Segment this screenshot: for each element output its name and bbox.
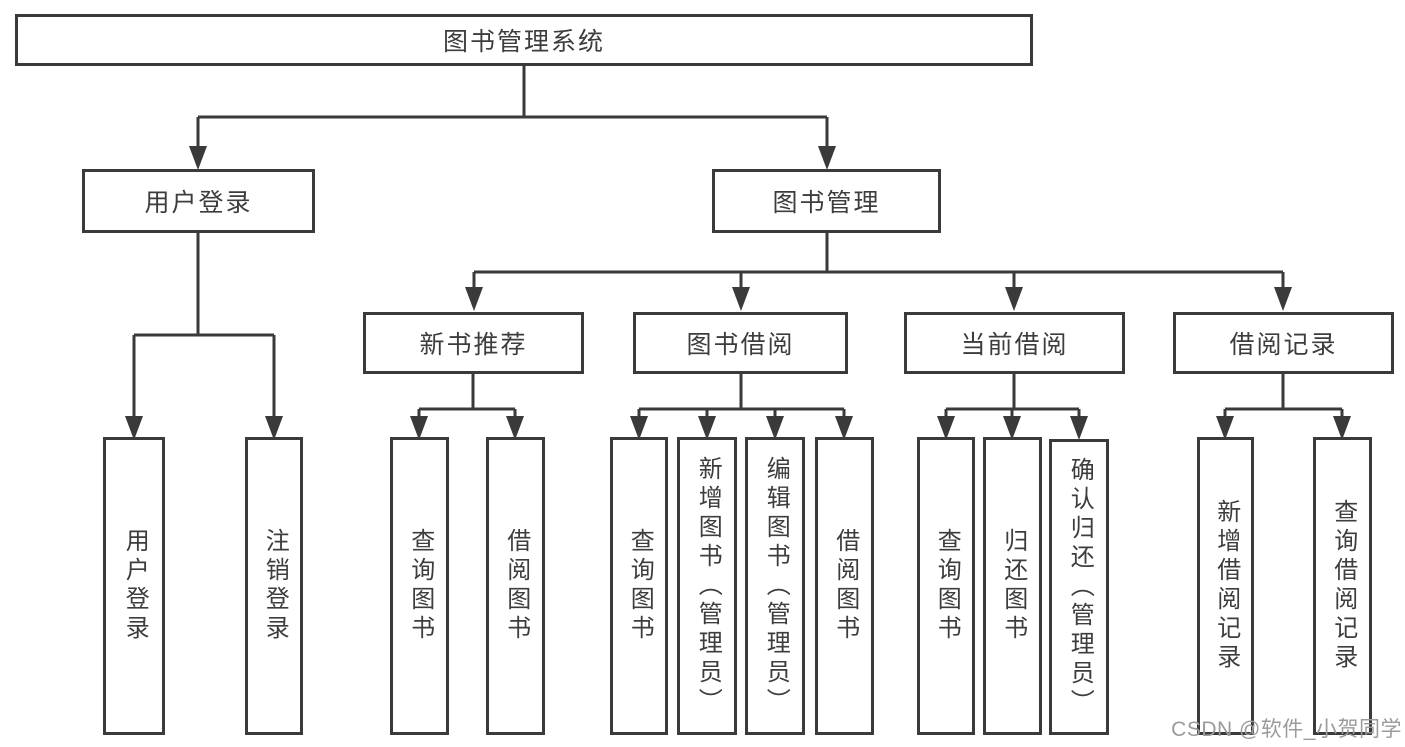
connector-new-book-children bbox=[410, 374, 524, 440]
node-library-system: 图书管理系统 bbox=[15, 14, 1033, 66]
leaf-newbook-borrow-books-label: 借阅图书 bbox=[502, 528, 530, 644]
node-book-management: 图书管理 bbox=[712, 169, 941, 233]
leaf-records-query-record-label: 查询借阅记录 bbox=[1329, 499, 1357, 673]
connector-borrowing-records-children bbox=[1216, 374, 1351, 440]
connector-book-management-children bbox=[465, 233, 1292, 311]
watermark: CSDN @软件_小贺同学 bbox=[1171, 718, 1402, 741]
leaf-borrowing-borrow-books: 借阅图书 bbox=[815, 437, 874, 735]
leaf-logout: 注销登录 bbox=[245, 437, 303, 735]
connector-root-to-level2 bbox=[189, 66, 836, 170]
leaf-records-add-record: 新增借阅记录 bbox=[1197, 437, 1254, 735]
leaf-borrowing-add-books-admin-label: 新增图书（管理员） bbox=[694, 455, 722, 717]
node-user-login: 用户登录 bbox=[82, 169, 315, 233]
leaf-records-query-record: 查询借阅记录 bbox=[1313, 437, 1372, 735]
leaf-newbook-borrow-books: 借阅图书 bbox=[486, 437, 545, 735]
leaf-current-return-books-label: 归还图书 bbox=[999, 528, 1027, 644]
node-current-borrowing: 当前借阅 bbox=[904, 312, 1125, 374]
node-borrowing-records: 借阅记录 bbox=[1173, 312, 1394, 374]
leaf-borrowing-borrow-books-label: 借阅图书 bbox=[831, 528, 859, 644]
leaf-current-return-books: 归还图书 bbox=[983, 437, 1042, 735]
leaf-borrowing-edit-books-admin: 编辑图书（管理员） bbox=[745, 437, 805, 735]
node-new-book-recommend: 新书推荐 bbox=[363, 312, 584, 374]
leaf-borrowing-edit-books-admin-label: 编辑图书（管理员） bbox=[762, 455, 790, 717]
leaf-borrowing-add-books-admin: 新增图书（管理员） bbox=[677, 437, 737, 735]
leaf-user-login-label: 用户登录 bbox=[121, 528, 149, 644]
leaf-newbook-query-books: 查询图书 bbox=[390, 437, 449, 735]
connector-current-borrowing-children bbox=[937, 374, 1088, 440]
node-current-borrowing-label: 当前借阅 bbox=[960, 331, 1069, 359]
node-new-book-recommend-label: 新书推荐 bbox=[419, 331, 528, 359]
leaf-current-confirm-return-admin: 确认归还（管理员） bbox=[1049, 439, 1109, 735]
node-user-login-label: 用户登录 bbox=[144, 189, 253, 217]
leaf-newbook-query-books-label: 查询图书 bbox=[406, 528, 434, 644]
connector-user-login-children bbox=[125, 233, 283, 440]
leaf-user-login: 用户登录 bbox=[103, 437, 165, 735]
node-book-borrowing: 图书借阅 bbox=[633, 312, 848, 374]
node-book-borrowing-label: 图书借阅 bbox=[686, 331, 795, 359]
leaf-current-query-books: 查询图书 bbox=[917, 437, 975, 735]
leaf-records-add-record-label: 新增借阅记录 bbox=[1212, 499, 1240, 673]
node-borrowing-records-label: 借阅记录 bbox=[1229, 331, 1338, 359]
leaf-borrowing-query-books: 查询图书 bbox=[610, 437, 668, 735]
leaf-current-confirm-return-admin-label: 确认归还（管理员） bbox=[1066, 456, 1094, 718]
connector-book-borrowing-children bbox=[630, 374, 853, 440]
node-book-management-label: 图书管理 bbox=[772, 189, 881, 217]
leaf-current-query-books-label: 查询图书 bbox=[933, 528, 961, 644]
leaf-logout-label: 注销登录 bbox=[261, 528, 289, 644]
node-library-system-label: 图书管理系统 bbox=[442, 28, 605, 56]
leaf-borrowing-query-books-label: 查询图书 bbox=[626, 528, 654, 644]
